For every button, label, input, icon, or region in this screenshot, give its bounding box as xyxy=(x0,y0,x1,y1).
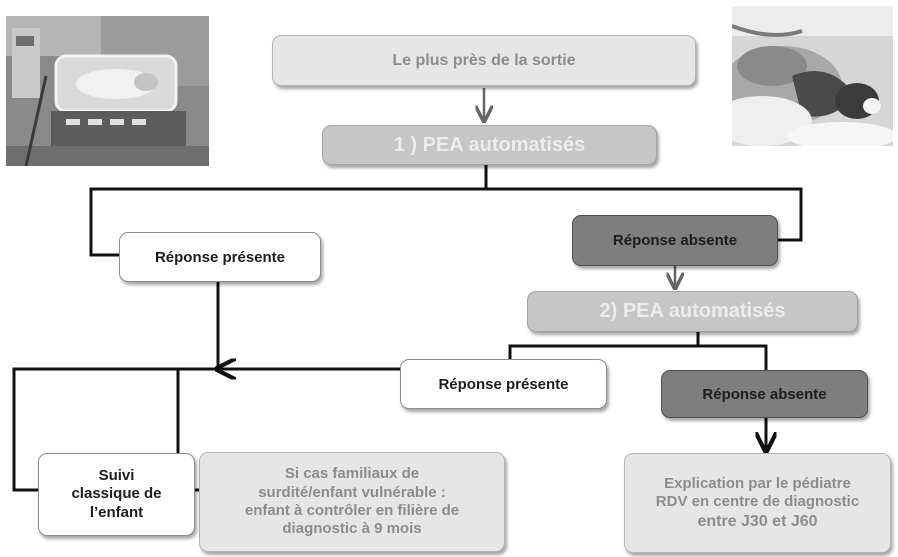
line-pea2-branch-right xyxy=(698,344,768,370)
top-box: Le plus près de la sortie xyxy=(272,35,696,86)
pea2-box: 2) PEA automatisés xyxy=(527,291,858,332)
response-present-label-1: Réponse présente xyxy=(154,248,286,266)
familiaux-box: Si cas familiaux de surdité/enfant vulné… xyxy=(199,452,505,552)
response-absent-label-2: Réponse absente xyxy=(702,385,827,403)
suivi-line-2: classique de xyxy=(71,485,162,503)
incubator-photo xyxy=(6,16,209,166)
familiaux-line-2: surdité/enfant vulnérable : xyxy=(258,483,446,501)
line-pea2-branch xyxy=(508,332,700,359)
line-pea1-branch-left xyxy=(89,165,488,257)
pea1-box: 1 ) PEA automatisés xyxy=(322,125,657,165)
explication-line-3: entre J30 et J60 xyxy=(697,512,818,530)
incubator-illustration xyxy=(6,16,209,166)
response-present-label-2: Réponse présente xyxy=(438,375,569,393)
explication-line-1: Explication par le pédiatre xyxy=(664,474,851,492)
pea2-label: 2) PEA automatisés xyxy=(599,300,786,322)
newborn-photo xyxy=(732,6,893,146)
suivi-box: Suivi classique de l’enfant xyxy=(38,453,195,536)
newborn-illustration xyxy=(732,6,893,146)
top-box-label: Le plus près de la sortie xyxy=(392,51,576,69)
response-absent-label-1: Réponse absente xyxy=(612,232,738,249)
suivi-line-1: Suivi xyxy=(98,467,135,485)
response-present-box-1: Réponse présente xyxy=(119,232,321,282)
familiaux-line-1: Si cas familiaux de xyxy=(284,465,420,483)
line-merge-to-suivi xyxy=(12,367,218,492)
response-absent-box-1: Réponse absente xyxy=(572,215,778,266)
pea1-label: 1 ) PEA automatisés xyxy=(393,133,586,156)
line-pea1-branch-right xyxy=(486,187,803,242)
explication-box: Explication par le pédiatre RDV en centr… xyxy=(624,453,891,553)
explication-line-2: RDV en centre de diagnostic xyxy=(655,493,860,511)
suivi-line-3: l’enfant xyxy=(89,503,144,521)
response-present-box-2: Réponse présente xyxy=(400,359,607,409)
familiaux-line-4: diagnostic à 9 mois xyxy=(282,520,422,538)
familiaux-line-3: enfant à contrôler en filière de xyxy=(244,502,460,519)
response-absent-box-2: Réponse absente xyxy=(661,370,868,418)
